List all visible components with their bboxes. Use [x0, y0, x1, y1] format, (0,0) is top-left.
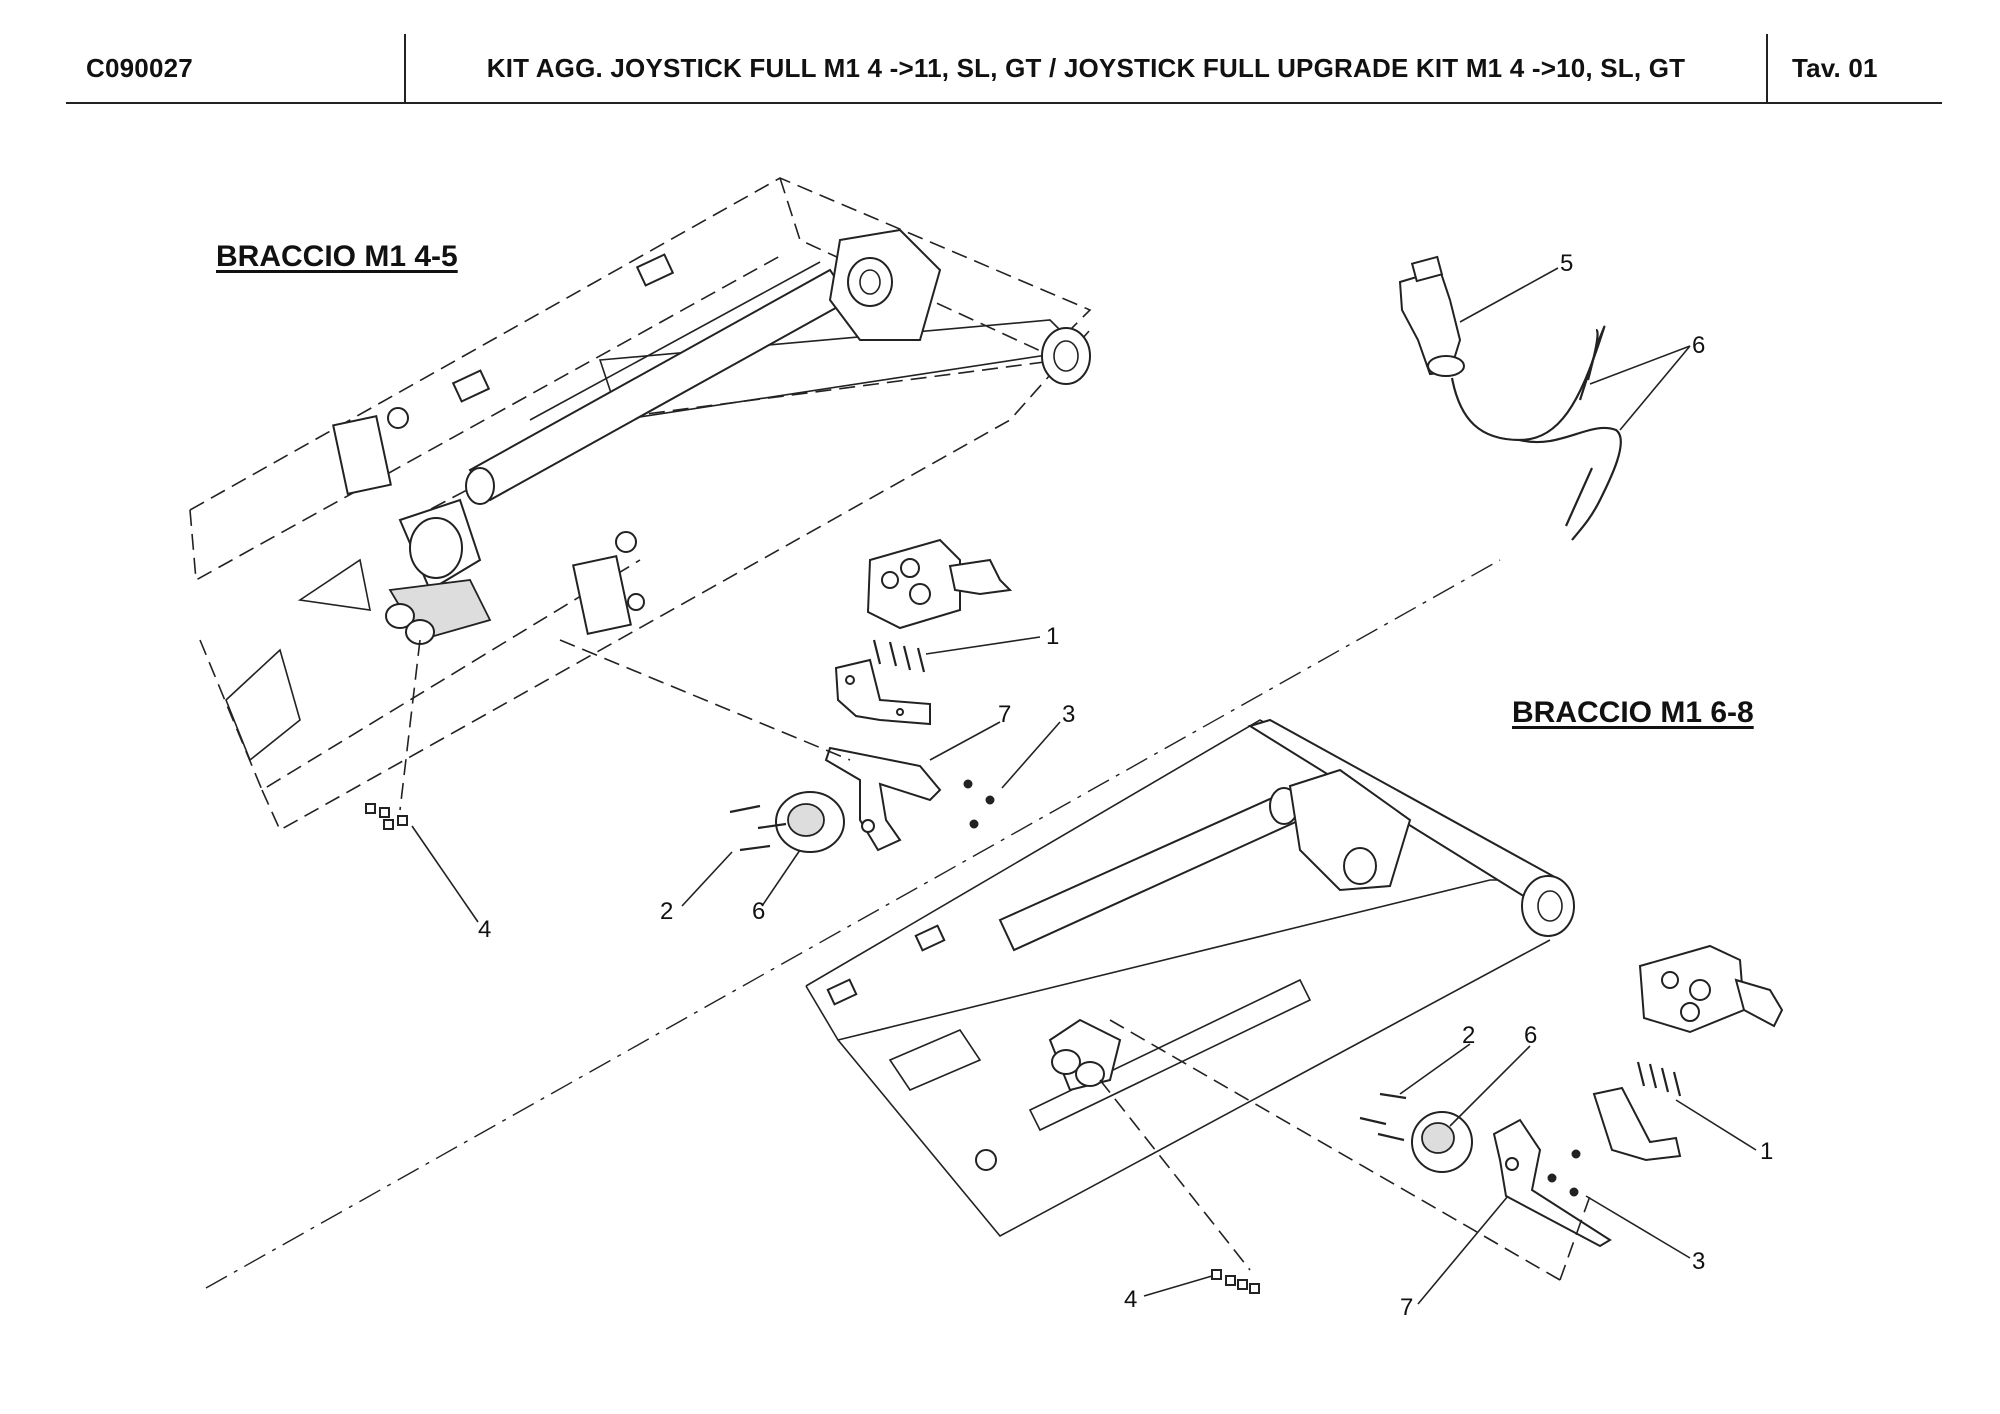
- nuts-item-3-left: [963, 779, 995, 829]
- drawing-title: KIT AGG. JOYSTICK FULL M1 4 ->11, SL, GT…: [486, 52, 1686, 83]
- joystick-valve-block-right: [1638, 944, 1784, 1034]
- callout-7-left: 7: [998, 701, 1012, 728]
- callout-2-right: 2: [1462, 1022, 1476, 1049]
- callout-6-harness: 6: [1692, 332, 1706, 359]
- callout-1-left: 1: [1046, 623, 1060, 650]
- callout-5: 5: [1560, 250, 1574, 277]
- sheet-number: Tav. 01: [1792, 52, 1878, 83]
- header-divider: [1766, 34, 1768, 102]
- bracket-plate-item-7-left: [824, 746, 942, 852]
- screws-item-1-left: [872, 639, 926, 673]
- pins-item-2-left: [729, 804, 787, 852]
- leader-lines-left: [399, 636, 1061, 923]
- section-title-right: BRACCIO M1 6-8: [1512, 696, 1754, 729]
- mounting-bracket-left: [834, 658, 931, 726]
- small-nuts-item-4-left: [365, 803, 408, 830]
- joystick-handle-item-5: [1398, 255, 1465, 377]
- leader-lines-right: [1099, 1019, 1757, 1305]
- rubber-boot-item-6-left: [775, 791, 845, 853]
- nuts-item-3-right: [1547, 1149, 1581, 1197]
- callout-4-left: 4: [478, 916, 492, 943]
- rubber-boot-item-6-right: [1411, 1111, 1473, 1173]
- arm-frame-right: [805, 718, 1575, 1238]
- arm-frame-left: [189, 177, 1092, 832]
- header-divider: [404, 34, 406, 102]
- mounting-bracket-right: [1592, 1086, 1682, 1162]
- callout-7-right: 7: [1400, 1294, 1414, 1321]
- joystick-valve-block-left: [866, 538, 1013, 630]
- callout-6-left: 6: [752, 898, 766, 925]
- header-bar: C090027 KIT AGG. JOYSTICK FULL M1 4 ->11…: [66, 34, 1942, 104]
- screws-item-1-right: [1636, 1061, 1682, 1097]
- leader-lines-top-right: [1459, 267, 1691, 431]
- callout-2-left: 2: [660, 898, 674, 925]
- pins-item-2-right: [1359, 1092, 1407, 1142]
- callout-1-right: 1: [1760, 1138, 1774, 1165]
- callout-4-right: 4: [1124, 1286, 1138, 1313]
- callout-3-right: 3: [1692, 1248, 1706, 1275]
- bracket-plate-item-7-right: [1492, 1118, 1612, 1248]
- separator-line: [205, 559, 1501, 1289]
- small-nuts-item-4-right: [1211, 1269, 1260, 1294]
- section-title-left: BRACCIO M1 4-5: [216, 240, 458, 273]
- drawing-code: C090027: [86, 52, 193, 83]
- callout-3-left: 3: [1062, 701, 1076, 728]
- wiring-harness-item-6: [1450, 325, 1622, 541]
- callout-6-right: 6: [1524, 1022, 1538, 1049]
